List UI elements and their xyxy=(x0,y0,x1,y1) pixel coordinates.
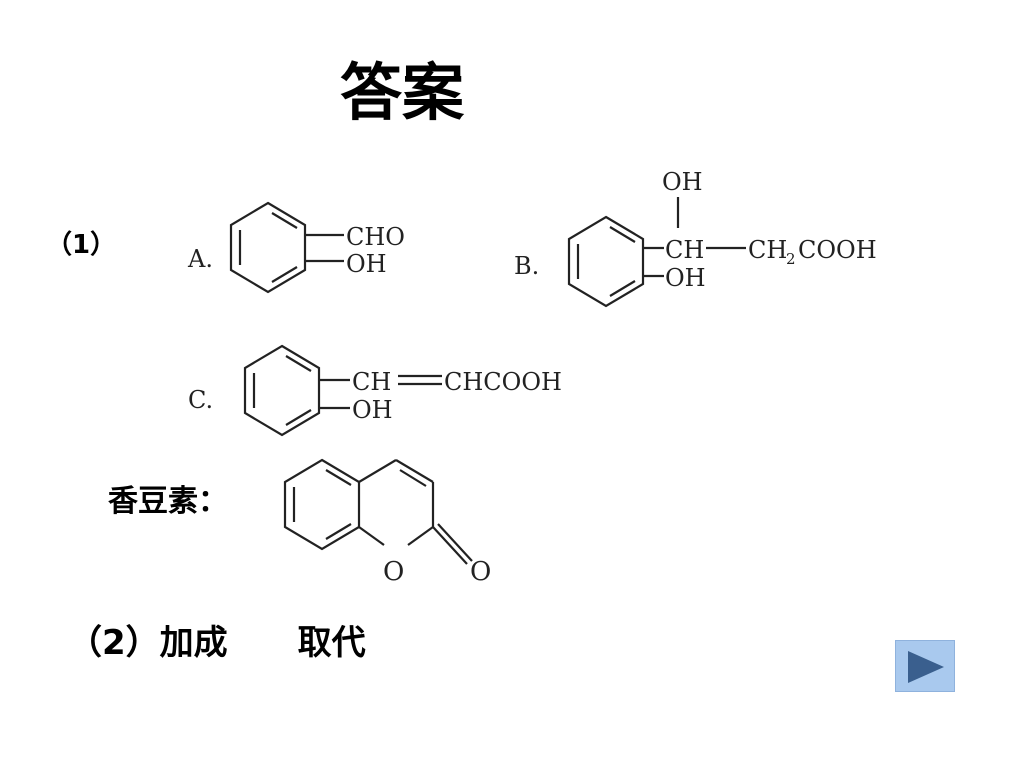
structure-b-ch2: CH xyxy=(748,236,787,264)
structure-a-letter: A. xyxy=(187,245,213,273)
structure-a-cho: CHO xyxy=(346,223,405,251)
answer-addition: 加成 xyxy=(159,623,228,663)
next-slide-button[interactable] xyxy=(895,640,955,692)
structure-b-cooh: COOH xyxy=(798,236,877,264)
structure-a: A. CHO OH xyxy=(187,201,405,294)
structure-c-oh: OH xyxy=(352,396,393,424)
structure-b-oh: OH xyxy=(665,264,706,292)
structure-c-chcooh: CHCOOH xyxy=(444,368,562,396)
structure-c-letter: C. xyxy=(188,386,213,414)
coumarin-ring-o: O xyxy=(383,557,404,584)
slide-title: 答案 xyxy=(340,56,465,129)
part2-label: （2） xyxy=(68,623,160,663)
structure-b-ch: CH xyxy=(665,236,704,264)
play-right-icon xyxy=(908,651,944,683)
structure-b: B. OH CH CH 2 COOH OH xyxy=(514,168,877,308)
benzene-ring-b xyxy=(567,215,645,308)
part1-label: （1） xyxy=(46,230,117,260)
structure-c-ch: CH xyxy=(352,368,391,396)
benzene-ring-a xyxy=(229,201,307,294)
structure-b-top-oh: OH xyxy=(662,168,703,196)
part2-line: （2）加成 取代 xyxy=(68,626,366,660)
structure-a-oh: OH xyxy=(346,250,387,278)
structure-b-letter: B. xyxy=(514,252,539,280)
structure-c: C. CH CHCOOH OH xyxy=(188,344,562,437)
answer-substitution: 取代 xyxy=(297,623,366,663)
benzene-ring-c xyxy=(243,344,321,437)
structure-b-subscript: 2 xyxy=(786,250,796,268)
coumarin-label: 香豆素： xyxy=(108,484,228,519)
coumarin-structure: O O xyxy=(283,458,491,584)
coumarin-carbonyl-o: O xyxy=(470,557,491,584)
coumarin-benzene-ring xyxy=(283,458,361,551)
